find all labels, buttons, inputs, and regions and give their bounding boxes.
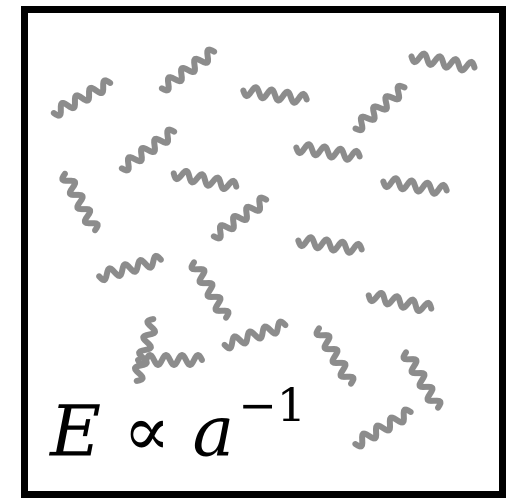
photon-wave — [188, 259, 232, 321]
photon-wave — [135, 352, 205, 368]
formula-exponent: −1 — [238, 378, 307, 432]
photon-wave — [240, 84, 310, 106]
photon-wave — [118, 126, 178, 174]
photon-wave — [293, 141, 363, 163]
photon-wave — [380, 175, 450, 197]
photon-wave — [313, 325, 357, 387]
photon-wave — [365, 289, 435, 315]
photon-wave — [170, 167, 240, 193]
container-box — [21, 6, 506, 498]
photon-wave — [295, 234, 365, 256]
photon-wave — [158, 46, 218, 94]
photon-wave — [50, 77, 114, 119]
photon-wave — [221, 318, 289, 352]
photon-wave — [131, 316, 159, 384]
photon-wave — [352, 406, 414, 450]
photon-wave — [96, 252, 164, 284]
formula-proportional-symbol: ∝ — [123, 390, 171, 473]
formula-energy-symbol: E — [50, 390, 102, 473]
formula-scale-factor: a — [192, 390, 235, 473]
photon-wave — [400, 349, 444, 411]
photon-wave — [59, 170, 101, 234]
photon-wave — [352, 82, 408, 134]
photon-wave — [210, 194, 270, 242]
energy-scaling-formula: E∝a−1 — [50, 382, 306, 466]
photon-wave — [408, 50, 478, 74]
